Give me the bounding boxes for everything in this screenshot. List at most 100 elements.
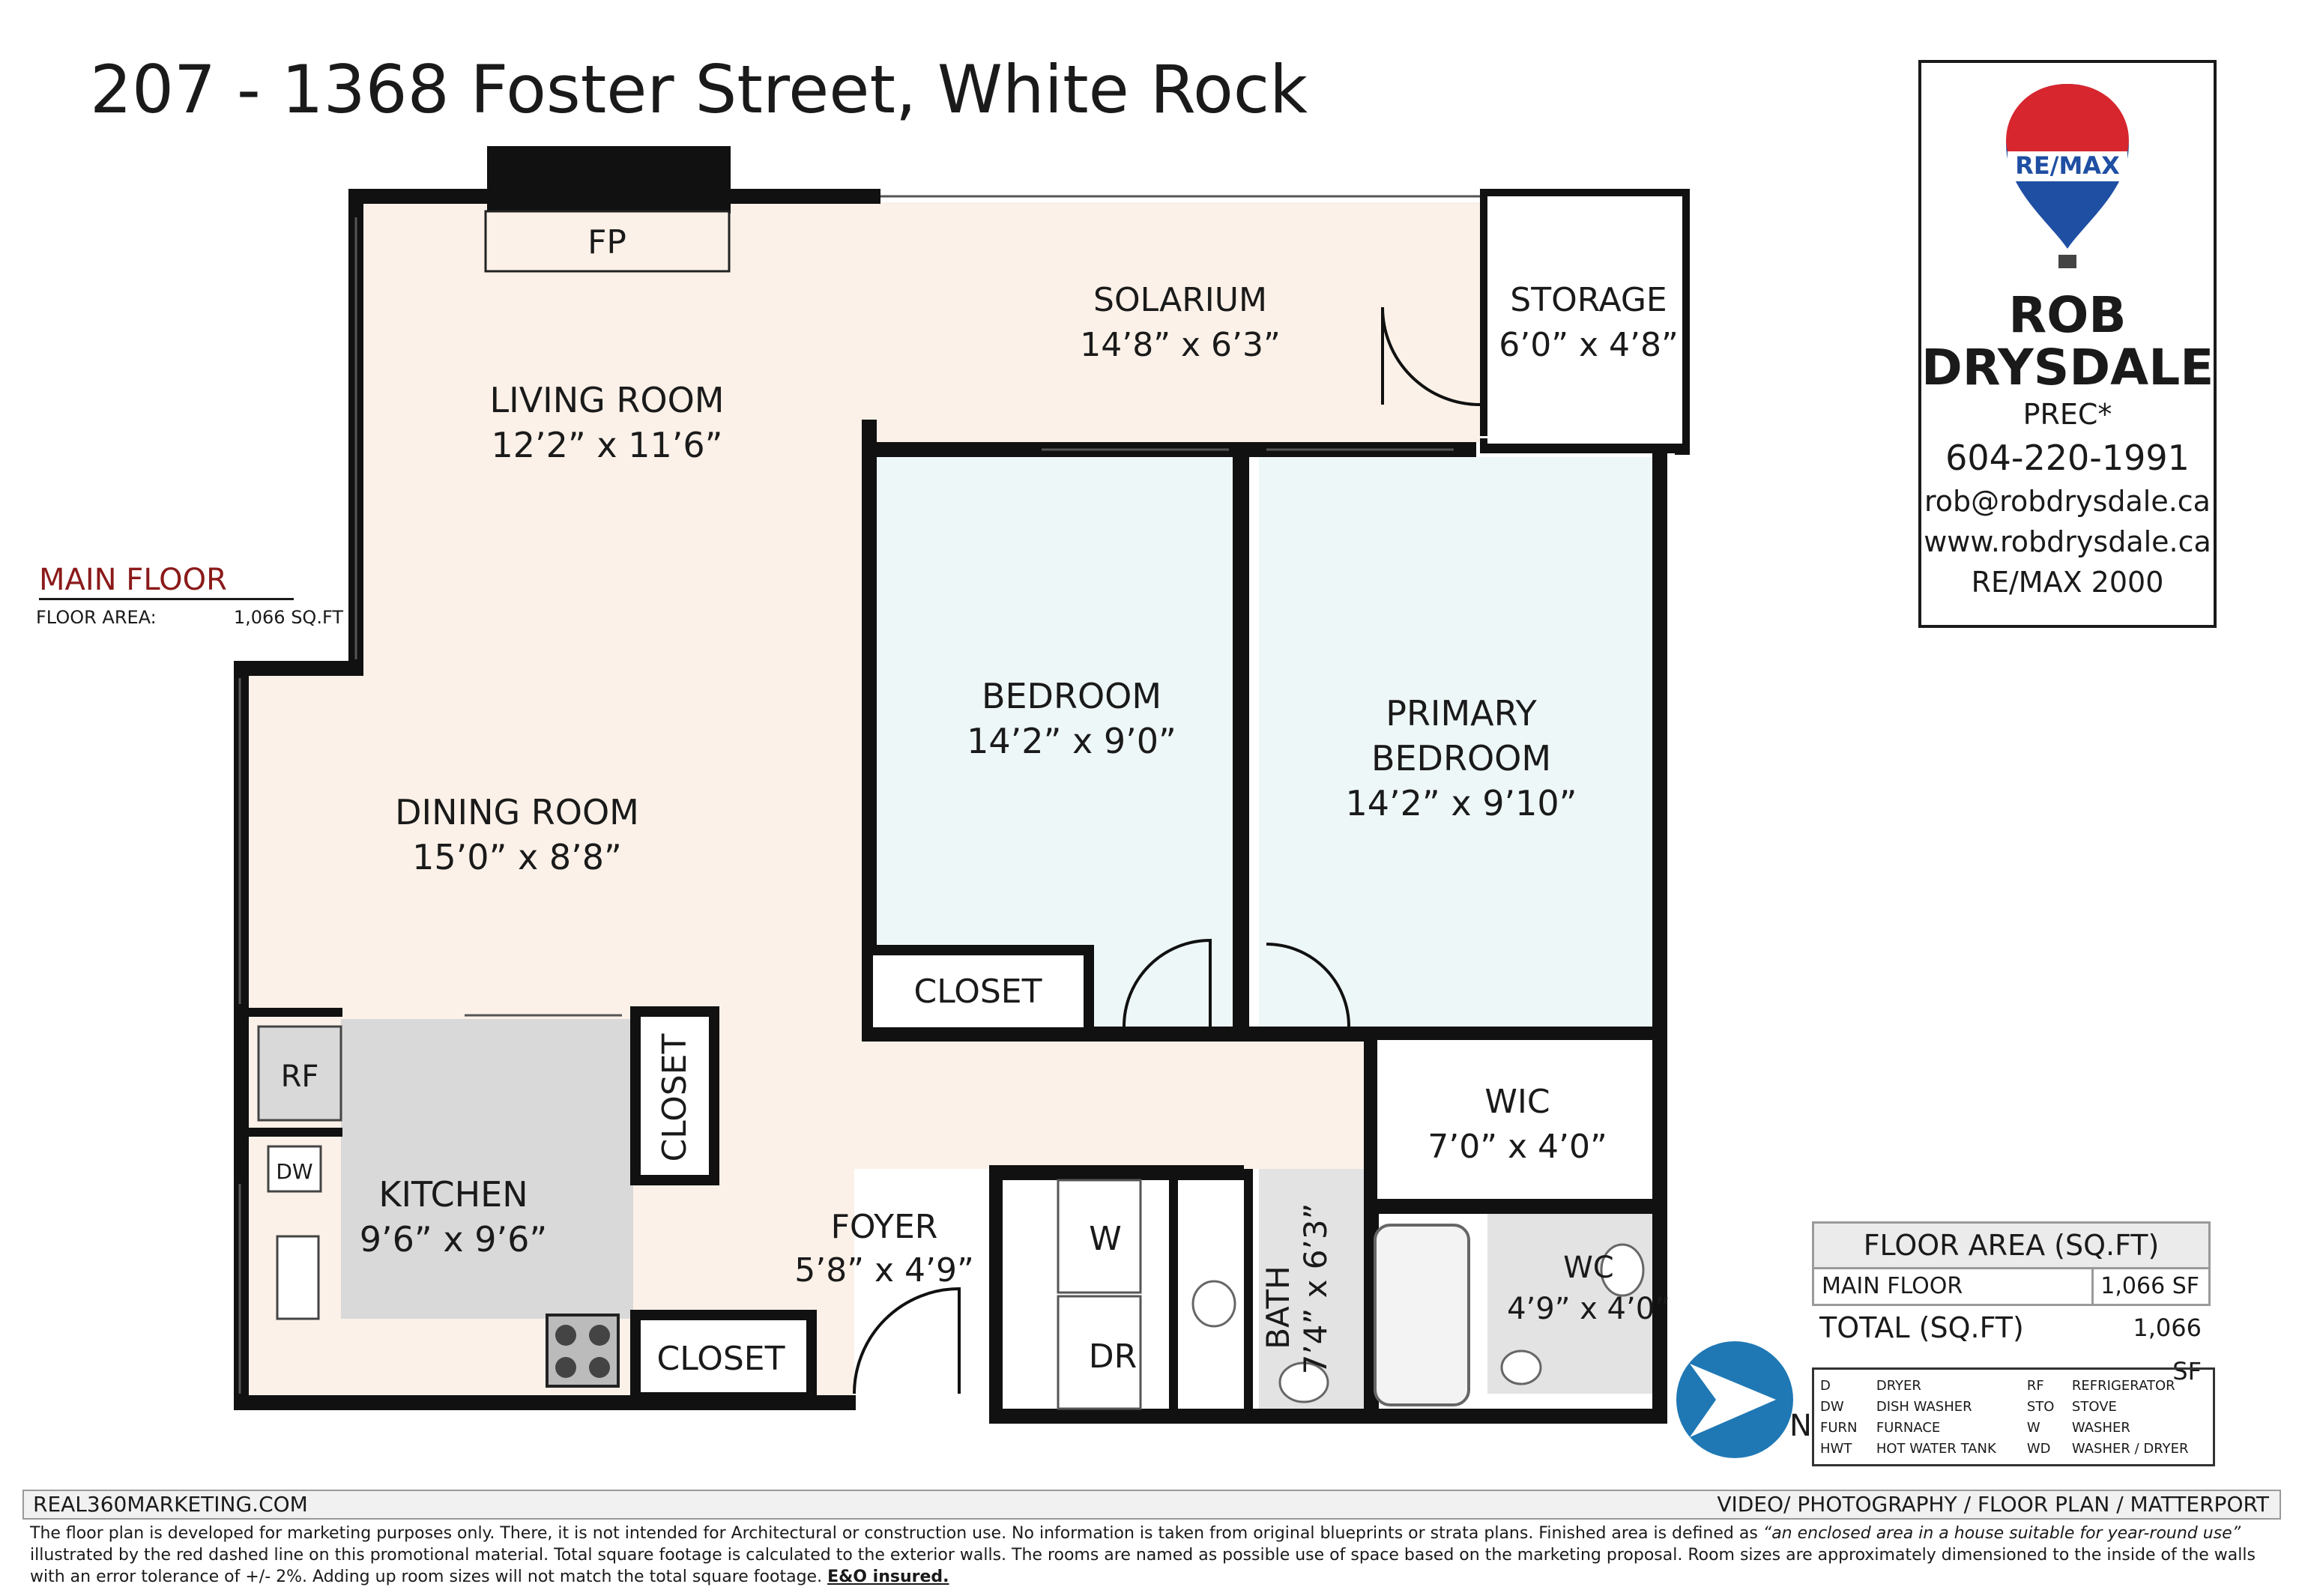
storage-room <box>1487 196 1682 444</box>
agent-sign: RE/MAX ROB DRYSDALE PREC* 604-220-1991 r… <box>1918 60 2217 628</box>
stove-burner <box>555 1325 576 1346</box>
north-compass <box>1676 1341 1793 1458</box>
footer-bar: REAL360MARKETING.COM VIDEO/ PHOTOGRAPHY … <box>22 1490 2281 1520</box>
wic-room <box>1377 1040 1652 1199</box>
wall-bath-left <box>1169 1169 1178 1416</box>
agent-designation: PREC* <box>2022 398 2112 431</box>
primary-door-swing <box>1266 943 1350 1027</box>
legend-term: WASHER <box>2071 1420 2130 1436</box>
wall-step <box>234 661 363 676</box>
wall-wic-bottom <box>1364 1199 1664 1214</box>
primary-bedroom-size: 14’2” x 9’10” <box>1346 783 1577 823</box>
legend-abbr: HWT <box>1820 1441 1852 1457</box>
wall-living-bed <box>862 420 877 1042</box>
legend-term: FURNACE <box>1876 1420 1941 1436</box>
living-room-label: LIVING ROOM <box>490 380 725 420</box>
storage-label: STORAGE <box>1510 281 1667 319</box>
wc-label: WC <box>1563 1251 1613 1285</box>
area-row-value: 1,066 SF <box>2100 1273 2199 1299</box>
wall-bottom-right <box>989 1409 1664 1424</box>
kitchen-fill <box>341 1019 633 1319</box>
area-total-label: TOTAL (SQ.FT) <box>1819 1311 2024 1344</box>
floor-area-table: FLOOR AREA (SQ.FT) MAIN FLOOR 1,066 SF T… <box>1812 1221 2211 1393</box>
bath-size: 7’4” x 6’3” <box>1297 1203 1334 1375</box>
wall-kitchen-rf <box>249 1128 342 1137</box>
eo-insured: E&O insured. <box>827 1568 949 1586</box>
stove-burner <box>589 1357 610 1378</box>
dishwasher <box>267 1145 322 1193</box>
primary-bedroom-fill <box>1259 457 1652 1030</box>
bedroom-closet <box>863 945 1094 1038</box>
legend-abbr: STO <box>2026 1399 2055 1415</box>
wall-right-bed <box>1652 442 1667 1424</box>
footer-services: VIDEO/ PHOTOGRAPHY / FLOOR PLAN / MATTER… <box>1717 1492 2269 1517</box>
foyer-closet-label: CLOSET <box>657 1340 785 1378</box>
footer-website[interactable]: REAL360MARKETING.COM <box>33 1492 308 1517</box>
area-row-label: MAIN FLOOR <box>1814 1269 2094 1304</box>
stove-burner <box>589 1325 610 1346</box>
legend-term: STOVE <box>2071 1399 2117 1415</box>
north-label: N <box>1789 1409 1812 1443</box>
solarium-label: SOLARIUM <box>1093 281 1267 319</box>
storage-door-swing <box>1381 306 1481 406</box>
legend-abbr: FURN <box>1820 1420 1858 1436</box>
fireplace-block <box>487 146 731 214</box>
agent-brokerage: RE/MAX 2000 <box>1971 566 2164 599</box>
bath-label: BATH <box>1260 1266 1296 1349</box>
kitchen-size: 9’6” x 9’6” <box>360 1219 547 1260</box>
legend-abbr: D <box>1820 1378 1831 1394</box>
wall-kitchen-left <box>249 1008 342 1017</box>
fireplace-hearth <box>484 210 731 273</box>
page-title: 207 - 1368 Foster Street, White Rock <box>90 51 1308 128</box>
floor-area-label: FLOOR AREA: <box>36 607 157 628</box>
area-table-heading: FLOOR AREA (SQ.FT) <box>1812 1221 2211 1269</box>
solarium-size: 14’8” x 6’3” <box>1080 326 1281 364</box>
wic-label: WIC <box>1484 1083 1550 1121</box>
bedroom-door-swing <box>1123 938 1212 1027</box>
foyer-label: FOYER <box>831 1208 938 1246</box>
primary-bedroom-label-1: PRIMARY <box>1386 693 1537 734</box>
bedroom-size: 14’2” x 9’0” <box>967 721 1176 761</box>
washer-label: W <box>1089 1220 1122 1258</box>
disclaimer-text: The floor plan is developed for marketin… <box>30 1524 1763 1543</box>
rf-label: RF <box>281 1060 319 1094</box>
wall-laundry-top <box>989 1165 1244 1180</box>
stove <box>546 1314 620 1388</box>
agent-first-name: ROB <box>2008 286 2127 344</box>
entry-door-swing <box>853 1287 961 1394</box>
legend-term: HOT WATER TANK <box>1876 1441 1996 1457</box>
legend-abbr: RF <box>2026 1378 2044 1394</box>
legend-term: WASHER / DRYER <box>2071 1441 2189 1457</box>
floor-area-value: 1,066 SQ.FT <box>233 607 343 628</box>
agent-website: www.robdrysdale.ca <box>1924 525 2211 558</box>
sink <box>276 1235 320 1320</box>
disclaimer-text-2: illustrated by the red dashed line on th… <box>30 1546 2256 1586</box>
main-floor-heading-block: MAIN FLOOR <box>39 562 294 600</box>
wc-size: 4’9” x 4’0” <box>1507 1292 1670 1326</box>
primary-bedroom-label-2: BEDROOM <box>1371 738 1551 779</box>
remax-logo-text: RE/MAX <box>2015 151 2120 180</box>
hall-closet-label: CLOSET <box>656 1033 694 1161</box>
legend-abbr: DW <box>1820 1399 1844 1415</box>
foyer-size: 5’8” x 4’9” <box>794 1251 974 1290</box>
wc-toilet <box>1600 1243 1645 1297</box>
fridge <box>257 1025 342 1122</box>
bathtub <box>1374 1224 1470 1406</box>
bath-toilet <box>1278 1361 1329 1403</box>
bedroom-label: BEDROOM <box>982 676 1161 716</box>
legend-term: DRYER <box>1876 1378 1921 1394</box>
hall-closet <box>630 1006 719 1185</box>
dw-label: DW <box>276 1159 312 1184</box>
washer <box>1057 1179 1142 1294</box>
wall-bath-right <box>1244 1169 1253 1416</box>
area-table-total: TOTAL (SQ.FT) 1,066 SF <box>1812 1306 2211 1393</box>
living-room-size: 12’2” x 11’6” <box>492 425 723 465</box>
dryer <box>1057 1295 1142 1410</box>
kitchen-label: KITCHEN <box>378 1174 528 1215</box>
